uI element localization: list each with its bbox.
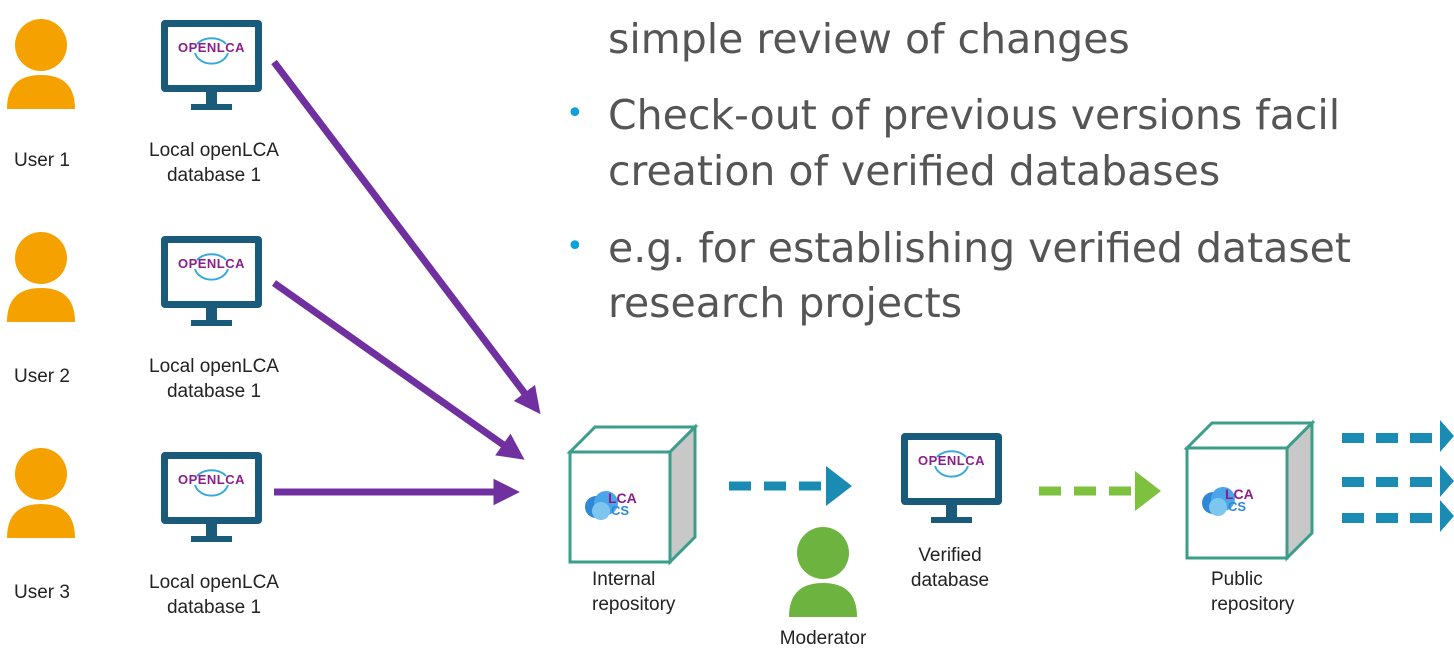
arrow-user1-to-internal <box>271 59 541 415</box>
user-3-icon <box>7 448 75 538</box>
cs-logo-text-internal: CS <box>611 503 630 518</box>
arrow-user2-to-internal <box>271 280 525 460</box>
openlca-logo-text-verified: OPENLCA <box>917 453 986 468</box>
arrow-verified-to-public <box>1039 471 1161 511</box>
moderator-label: Moderator <box>779 628 867 649</box>
openlca-logo-text-3: OPENLCA <box>177 472 246 487</box>
local-db-3-monitor-icon <box>160 451 263 543</box>
bullet-dot-2: • <box>566 229 584 264</box>
verified-db-monitor-icon <box>900 432 1003 524</box>
bullet-dot-1: • <box>566 96 584 131</box>
bullet-1-line1: Check-out of previous versions facil <box>608 91 1341 139</box>
bullet-2-line2: research projects <box>608 279 963 327</box>
bullet-0-line1-cropped <box>608 0 612 14</box>
arrow-internal-to-moderator <box>729 466 852 506</box>
cs-logo-text-public: CS <box>1228 499 1247 514</box>
bullet-list: simple review of changes • Check-out of … <box>566 0 1351 327</box>
lca-logo-text-public: LCA <box>1225 486 1254 502</box>
bullet-0-line2: simple review of changes <box>608 15 1130 63</box>
user-3-label: User 3 <box>14 582 70 603</box>
bullet-2-line1: e.g. for establishing verified dataset <box>608 224 1351 272</box>
openlca-logo-text-1: OPENLCA <box>177 40 246 55</box>
arrows-public-outgoing <box>1342 420 1454 532</box>
user-1-label: User 1 <box>14 150 70 171</box>
lca-logo-text-internal: LCA <box>608 490 637 506</box>
bullet-1-line2: creation of verified databases <box>608 147 1221 195</box>
moderator-icon <box>789 527 857 617</box>
openlca-logo-text-2: OPENLCA <box>177 256 246 271</box>
user-2-label: User 2 <box>14 366 70 387</box>
